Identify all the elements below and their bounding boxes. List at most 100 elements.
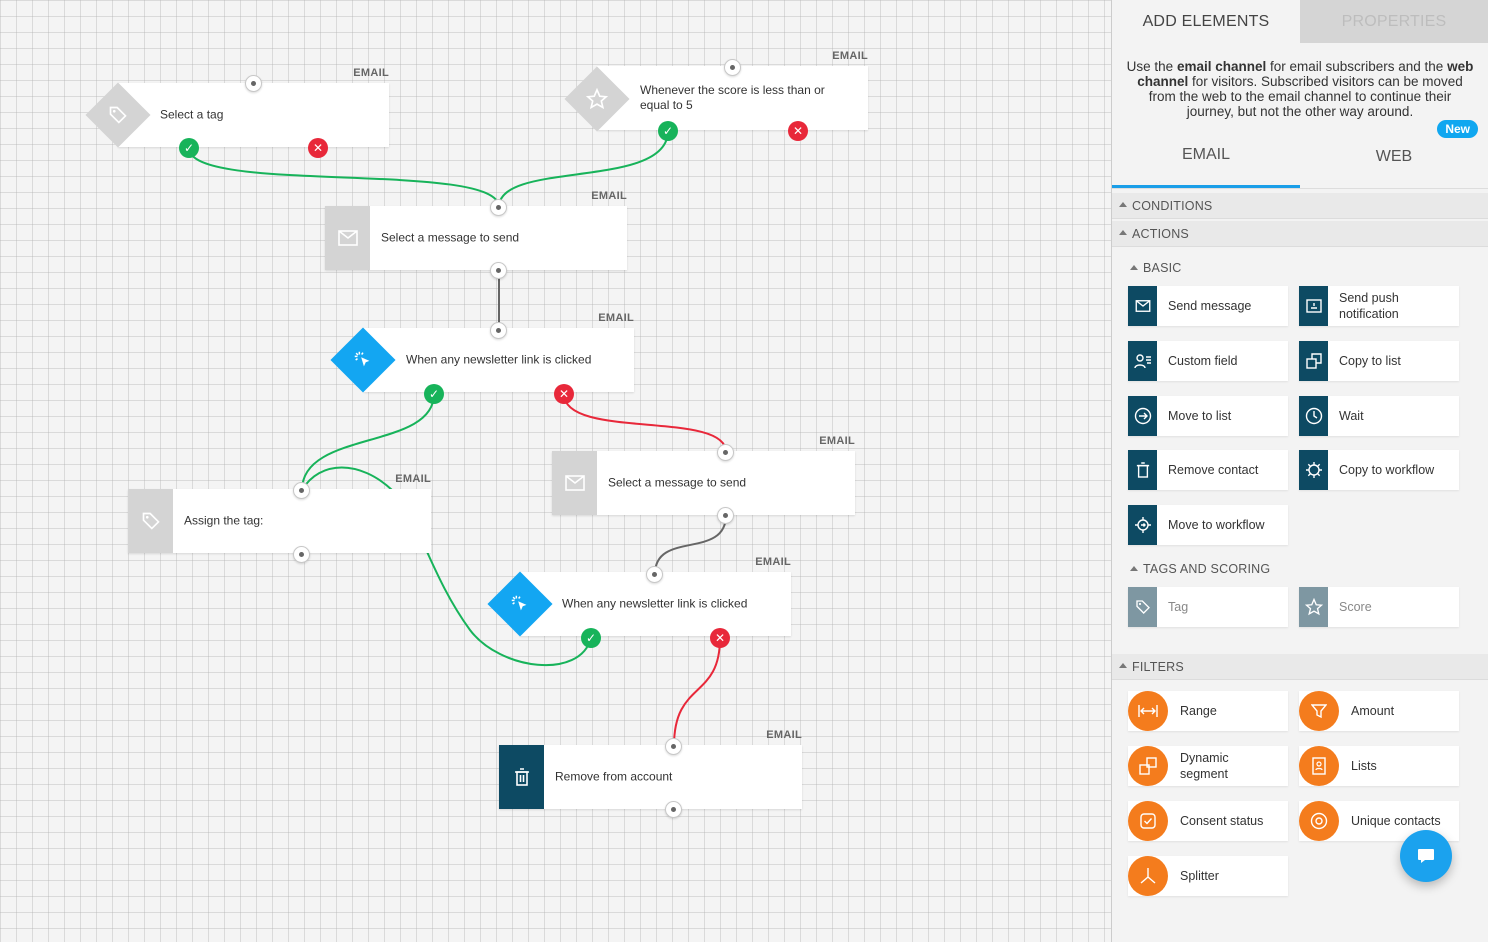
input-port[interactable]	[490, 199, 507, 216]
tab-email-channel[interactable]: EMAIL	[1112, 125, 1300, 188]
no-port[interactable]: ✕	[308, 138, 328, 158]
input-port[interactable]	[724, 59, 741, 76]
yes-port[interactable]: ✓	[658, 121, 678, 141]
star-icon	[564, 66, 630, 132]
node-select-tag[interactable]: EMAIL Select a tag	[118, 67, 389, 147]
no-port[interactable]: ✕	[710, 628, 730, 648]
channel-label: EMAIL	[395, 473, 431, 485]
tile-copy-to-workflow[interactable]: Copy to workflow	[1299, 450, 1459, 490]
tile-label: Unique contacts	[1351, 814, 1441, 828]
section-filters[interactable]: FILTERS	[1112, 654, 1488, 680]
output-port[interactable]	[490, 262, 507, 279]
channel-label: EMAIL	[766, 729, 802, 741]
section-actions[interactable]: ACTIONS	[1112, 221, 1488, 247]
input-port[interactable]	[646, 566, 663, 583]
tag-icon	[1128, 587, 1157, 627]
clock-icon	[1299, 396, 1328, 436]
tile-consent-status[interactable]: Consent status	[1128, 801, 1288, 841]
node-score-condition[interactable]: EMAIL Whenever the score is less than or…	[597, 50, 868, 130]
yes-port[interactable]: ✓	[179, 138, 199, 158]
channel-label: EMAIL	[755, 556, 791, 568]
input-port[interactable]	[665, 738, 682, 755]
panel-tabs: ADD ELEMENTS PROPERTIES	[1112, 0, 1488, 43]
input-port[interactable]	[490, 322, 507, 339]
tile-unique-contacts[interactable]: Unique contacts	[1299, 801, 1459, 841]
tile-move-to-workflow[interactable]: Move to workflow	[1128, 505, 1288, 545]
wire-link1-no	[563, 393, 727, 453]
tile-tag[interactable]: Tag	[1128, 587, 1288, 627]
splitter-icon	[1128, 856, 1168, 896]
copy-icon	[1299, 341, 1328, 381]
arrow-circle-icon	[1128, 396, 1157, 436]
channel-label: EMAIL	[598, 312, 634, 324]
node-label: Select a message to send	[608, 475, 747, 490]
no-port[interactable]: ✕	[554, 384, 574, 404]
push-notification-icon	[1299, 286, 1328, 326]
node-label: When any newsletter link is clicked	[562, 596, 748, 611]
node-select-message-1[interactable]: EMAIL Select a message to send	[325, 190, 627, 270]
tile-label: Range	[1180, 704, 1217, 718]
envelope-icon	[325, 206, 370, 270]
output-port[interactable]	[717, 507, 734, 524]
tile-remove-contact[interactable]: Remove contact	[1128, 450, 1288, 490]
tile-label: Move to workflow	[1168, 518, 1265, 532]
section-conditions[interactable]: CONDITIONS	[1112, 193, 1488, 219]
tile-label: Copy to workflow	[1339, 463, 1435, 477]
channel-label: EMAIL	[819, 435, 855, 447]
workflow-canvas[interactable]: EMAIL Select a tag ✓ ✕ EMAIL Whenever th…	[0, 0, 1111, 942]
new-badge: New	[1437, 120, 1478, 138]
chat-button[interactable]	[1400, 830, 1452, 882]
tile-label: Splitter	[1180, 869, 1219, 883]
input-port[interactable]	[717, 444, 734, 461]
node-link-clicked-1[interactable]: EMAIL When any newsletter link is clicke…	[364, 312, 634, 392]
subsection-basic[interactable]: BASIC	[1123, 261, 1182, 275]
tile-score[interactable]: Score	[1299, 587, 1459, 627]
wire-msg2-link2	[654, 514, 727, 575]
tab-web-channel[interactable]: WEB	[1375, 147, 1413, 165]
trash-icon	[1128, 450, 1157, 490]
tile-copy-to-list[interactable]: Copy to list	[1299, 341, 1459, 381]
star-icon	[1299, 587, 1328, 627]
tab-add-elements[interactable]: ADD ELEMENTS	[1112, 0, 1300, 43]
node-label: Select a message to send	[381, 230, 520, 245]
tile-label: Send push notification	[1339, 291, 1399, 321]
tile-label: Tag	[1168, 600, 1189, 614]
wire-link2-no	[673, 637, 721, 747]
subsection-tags-scoring[interactable]: TAGS AND SCORING	[1123, 562, 1270, 576]
tile-custom-field[interactable]: Custom field	[1128, 341, 1288, 381]
tile-lists[interactable]: Lists	[1299, 746, 1459, 786]
no-port[interactable]: ✕	[788, 121, 808, 141]
yes-port[interactable]: ✓	[581, 628, 601, 648]
output-port[interactable]	[293, 546, 310, 563]
tile-label: Copy to list	[1339, 354, 1401, 368]
tile-send-message[interactable]: Send message	[1128, 286, 1288, 326]
node-assign-tag[interactable]: EMAIL Assign the tag:	[128, 473, 431, 553]
tile-label: Score	[1339, 600, 1372, 614]
tile-label: Move to list	[1168, 409, 1232, 423]
node-label: When any newsletter link is clicked	[406, 352, 592, 367]
tile-label: Custom field	[1168, 354, 1238, 368]
output-port[interactable]	[665, 801, 682, 818]
tile-label: Lists	[1351, 759, 1377, 773]
wire-score-yes	[498, 130, 669, 208]
yes-port[interactable]: ✓	[424, 384, 444, 404]
node-select-message-2[interactable]: EMAIL Select a message to send	[552, 435, 855, 515]
side-panel: ADD ELEMENTS PROPERTIES Use the email ch…	[1111, 0, 1488, 942]
node-remove-account[interactable]: EMAIL Remove from account	[499, 729, 802, 809]
tile-label: Amount	[1351, 704, 1395, 718]
consent-check-icon	[1128, 801, 1168, 841]
tile-wait[interactable]: Wait	[1299, 396, 1459, 436]
tab-properties[interactable]: PROPERTIES	[1300, 0, 1488, 43]
input-port[interactable]	[245, 75, 262, 92]
node-label: Assign the tag:	[184, 513, 264, 528]
tile-move-to-list[interactable]: Move to list	[1128, 396, 1288, 436]
tile-amount[interactable]: Amount	[1299, 691, 1459, 731]
gear-copy-icon	[1299, 450, 1328, 490]
tile-range[interactable]: Range	[1128, 691, 1288, 731]
at-icon	[1299, 801, 1339, 841]
tile-send-push[interactable]: Send push notification	[1299, 286, 1459, 326]
tile-splitter[interactable]: Splitter	[1128, 856, 1288, 896]
tile-dynamic-segment[interactable]: Dynamic segment	[1128, 746, 1288, 786]
input-port[interactable]	[293, 482, 310, 499]
user-field-icon	[1128, 341, 1157, 381]
